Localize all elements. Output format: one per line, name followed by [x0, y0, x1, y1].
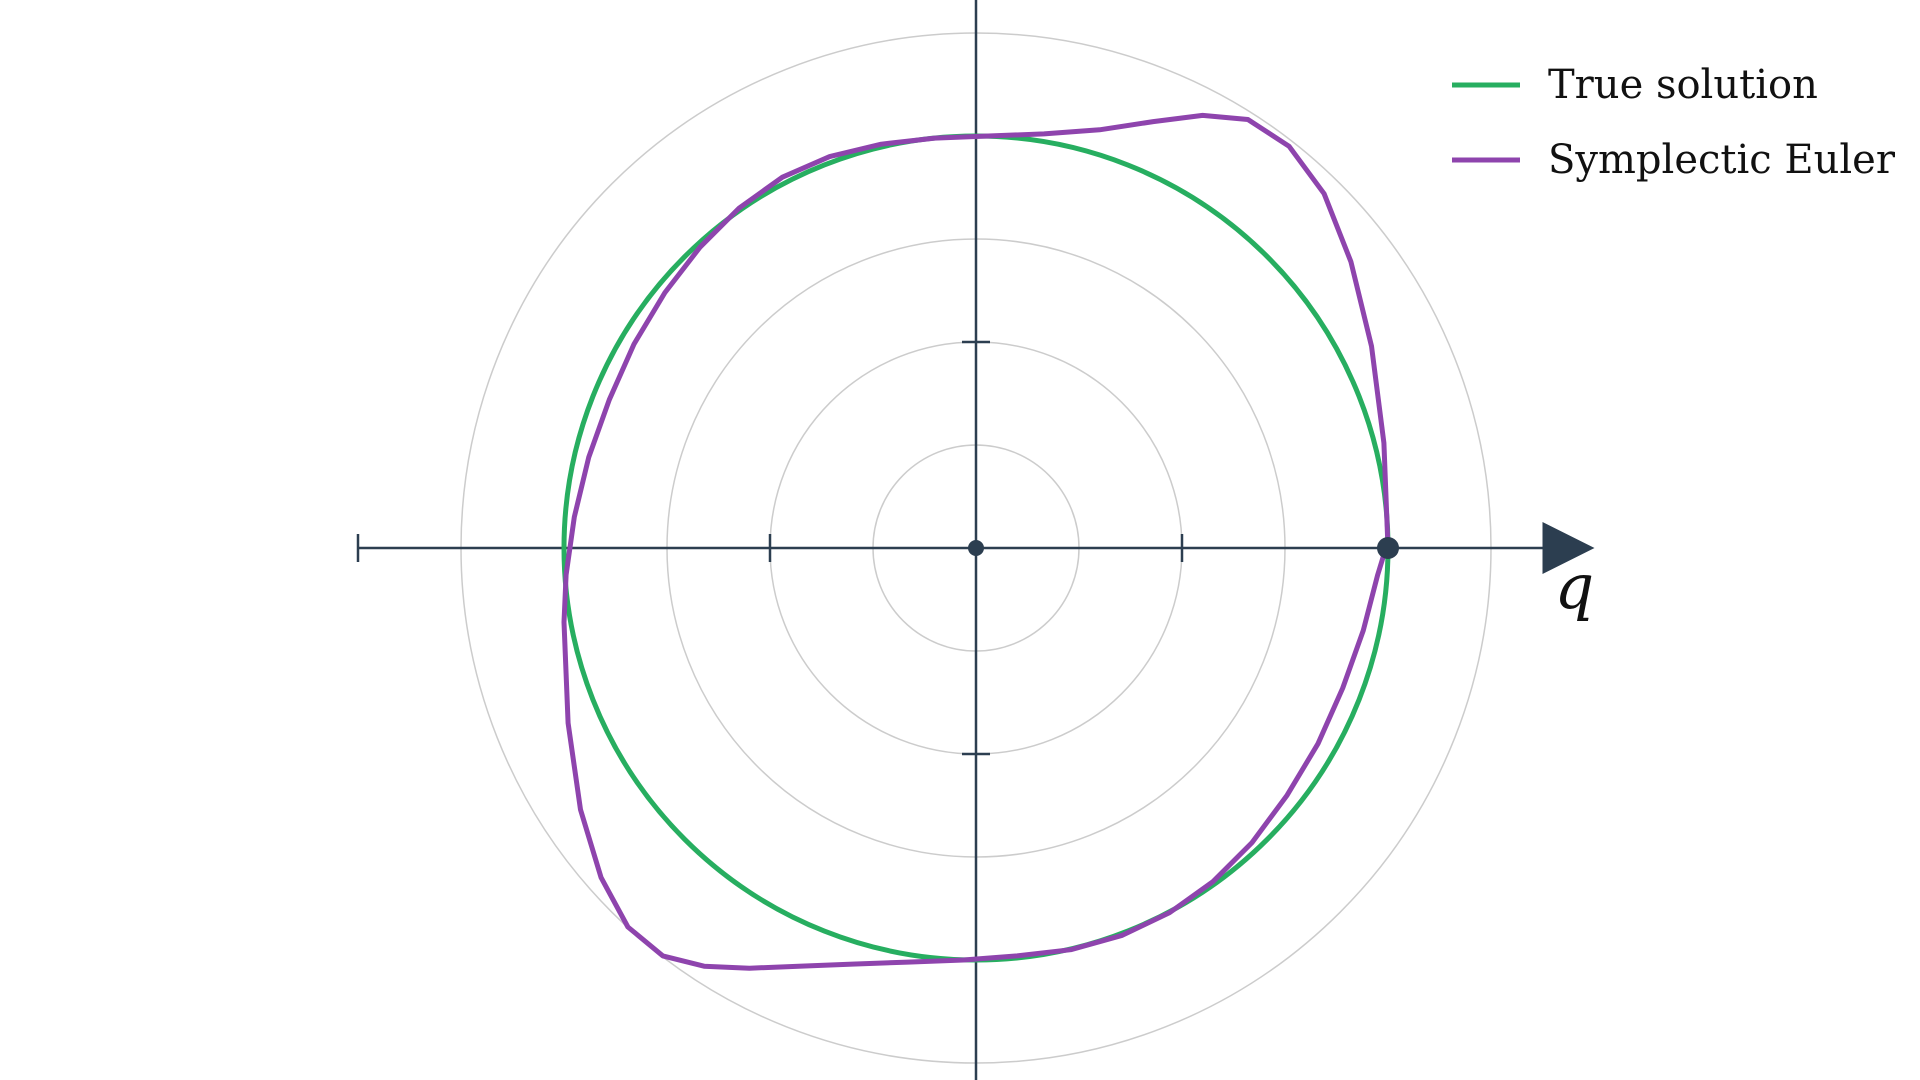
symplectic-euler-line [561, 112, 1391, 971]
origin-marker [968, 540, 984, 556]
point-markers [968, 537, 1399, 559]
initial-condition-marker [1377, 537, 1399, 559]
axes [356, 0, 1595, 1080]
x-axis-label: q [1555, 550, 1595, 623]
legend-label-symplectic-euler: Symplectic Euler [1548, 137, 1896, 183]
legend-label-true-solution: True solution [1548, 62, 1818, 108]
x-axis-arrowhead [1542, 522, 1595, 574]
legend: True solution Symplectic Euler [1452, 62, 1896, 183]
